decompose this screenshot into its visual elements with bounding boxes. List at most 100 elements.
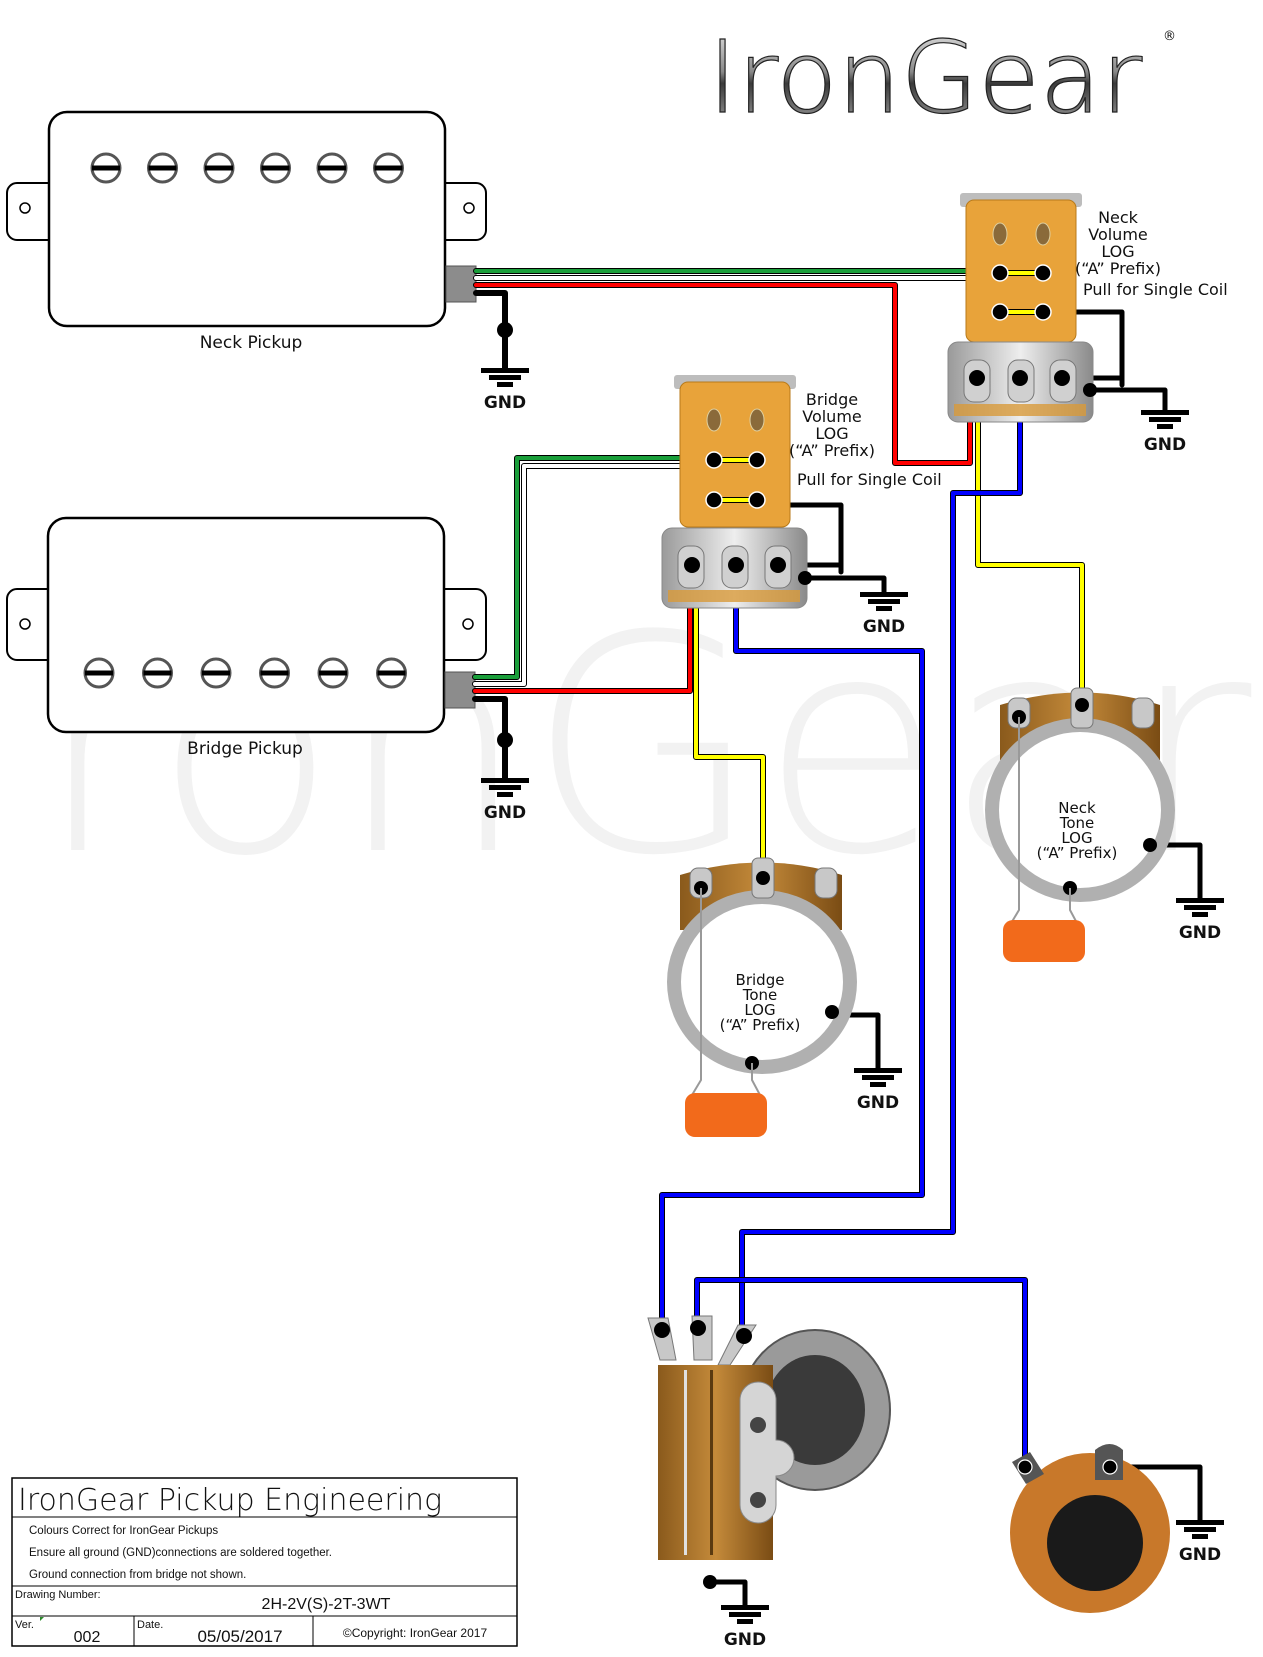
bridge-tone-cap-lead-1 xyxy=(691,888,702,1096)
neck-tone-label-3: LOG xyxy=(1061,829,1092,847)
ground-label: GND xyxy=(1179,923,1221,943)
logo-text: IronGear xyxy=(708,19,1143,136)
ground-symbol: GND xyxy=(721,1605,769,1650)
bridge-tone-label-1: Bridge xyxy=(736,971,785,989)
neck-tone-capacitor xyxy=(1003,920,1085,962)
title-block-frame xyxy=(11,1477,518,1647)
ground-bar xyxy=(737,1619,753,1624)
ground-label: GND xyxy=(724,1630,766,1650)
pole-slot xyxy=(318,165,346,171)
wire-neck-red-core xyxy=(474,283,972,465)
ground-bar xyxy=(1176,898,1224,903)
ground-symbols: GND GND GND GND GND GND GND GND xyxy=(481,322,1224,1650)
ground-bar xyxy=(1157,424,1173,429)
pole-slot xyxy=(92,165,120,171)
ground-bar xyxy=(868,599,900,604)
drawing-number: 2H-2V(S)-2T-3WT xyxy=(262,1596,391,1613)
neck-pickup-connector xyxy=(445,265,477,303)
bridge-tone-label-3: LOG xyxy=(744,1001,775,1019)
solder-joint xyxy=(991,303,1009,321)
output-jack xyxy=(1010,1444,1170,1613)
bridge-vol-lug-1 xyxy=(706,408,722,432)
neck-pickup: Neck Pickup xyxy=(6,110,487,353)
ground-label: GND xyxy=(484,803,526,823)
pole-slot xyxy=(143,670,172,676)
bridge-volume-label-2: Volume xyxy=(802,407,862,426)
bridge-mount-hole-right xyxy=(462,618,474,630)
neck-tone-label-4: (“A” Prefix) xyxy=(1037,844,1118,862)
neck-volume-label-3: LOG xyxy=(1101,242,1134,261)
wire-bridge-green-core xyxy=(473,456,724,679)
bridge-vol-switch-body xyxy=(679,381,791,528)
ground-symbol: GND xyxy=(854,1068,902,1113)
solder-joint xyxy=(1017,1459,1033,1475)
wire-bridge-yellow-tone-core xyxy=(694,563,765,882)
drawing-number-label: Drawing Number: xyxy=(15,1589,101,1601)
neck-vol-lug-1 xyxy=(992,222,1008,246)
title-block-note-1: Colours Correct for IronGear Pickups xyxy=(29,1525,218,1537)
wire-jack-ground xyxy=(1107,1464,1203,1523)
pole-slot xyxy=(377,670,406,676)
bridge-tone-lug-right xyxy=(814,867,838,899)
solder-joint xyxy=(748,451,766,469)
solder-joint xyxy=(728,557,744,573)
neck-volume-pot: Neck Volume LOG (“A” Prefix) Pull for Si… xyxy=(947,193,1228,423)
solder-joint xyxy=(969,370,985,386)
bridge-volume-pot: Bridge Volume LOG (“A” Prefix) Pull for … xyxy=(661,375,942,609)
bridge-vol-pot-base xyxy=(668,590,800,602)
solder-joint xyxy=(1083,383,1097,397)
bridge-tone-label-4: (“A” Prefix) xyxy=(720,1016,801,1034)
switch-slot-1 xyxy=(684,1370,687,1555)
bridge-pickup-label: Bridge Pickup xyxy=(187,739,303,759)
bridge-vol-lug-2 xyxy=(749,408,765,432)
ground-bar xyxy=(1176,1520,1224,1525)
wire-neck-blue-switch-core xyxy=(740,376,1022,1332)
ground-symbol: GND xyxy=(860,592,908,637)
neck-mount-hole-right xyxy=(463,202,475,214)
ground-label: GND xyxy=(1144,435,1186,455)
neck-vol-pot-base xyxy=(954,404,1086,416)
title-block: IronGear Pickup Engineering Colours Corr… xyxy=(11,1477,518,1647)
ground-bar xyxy=(862,1075,894,1080)
neck-pickup-body xyxy=(47,110,447,328)
version-value: 002 xyxy=(74,1629,101,1646)
bridge-mount-hole-left xyxy=(19,618,31,630)
date-label: Date. xyxy=(137,1619,163,1631)
ground-bar xyxy=(860,592,908,597)
solder-joint xyxy=(748,491,766,509)
solder-joint xyxy=(825,1005,839,1019)
wire-bridge-blue-switch-core xyxy=(660,563,924,1327)
ground-symbol: GND xyxy=(1141,410,1189,455)
pole-slot xyxy=(260,670,289,676)
neck-tone-label-1: Neck xyxy=(1058,799,1096,817)
solder-joint xyxy=(1075,698,1089,712)
bridge-pickup-body xyxy=(46,516,446,734)
solder-joint xyxy=(756,871,770,885)
bridge-pole-pieces xyxy=(83,657,407,689)
solder-joint xyxy=(1012,370,1028,386)
toggle-switch xyxy=(647,1315,891,1589)
ground-label: GND xyxy=(1179,1545,1221,1565)
switch-nut-inner xyxy=(765,1355,865,1465)
bridge-volume-label-4: (“A” Prefix) xyxy=(789,441,875,460)
bridge-tone-pot: Bridge Tone LOG (“A” Prefix) xyxy=(667,857,857,1137)
solder-joint xyxy=(705,451,723,469)
solder-joint xyxy=(1034,303,1052,321)
solder-joint xyxy=(1143,838,1157,852)
neck-pickup-label: Neck Pickup xyxy=(200,333,303,353)
ground-label: GND xyxy=(484,393,526,413)
wire-neck-yellow-tone-core xyxy=(976,376,1084,702)
ground-symbol: GND xyxy=(481,732,529,823)
switch-bracket xyxy=(739,1381,795,1524)
neck-vol-lug-2 xyxy=(1035,222,1051,246)
bridge-tone-cap-lead-2 xyxy=(751,1063,761,1096)
ground-bar xyxy=(729,1612,761,1617)
wire-bridge-ground xyxy=(472,696,508,783)
bridge-pickup-connector xyxy=(444,671,476,709)
ground-symbol: GND xyxy=(481,322,529,413)
neck-pole-pieces xyxy=(90,152,404,184)
pole-slot xyxy=(205,165,233,171)
wire-bridge-white-core xyxy=(473,464,724,686)
bridge-tone-capacitor xyxy=(685,1093,767,1137)
